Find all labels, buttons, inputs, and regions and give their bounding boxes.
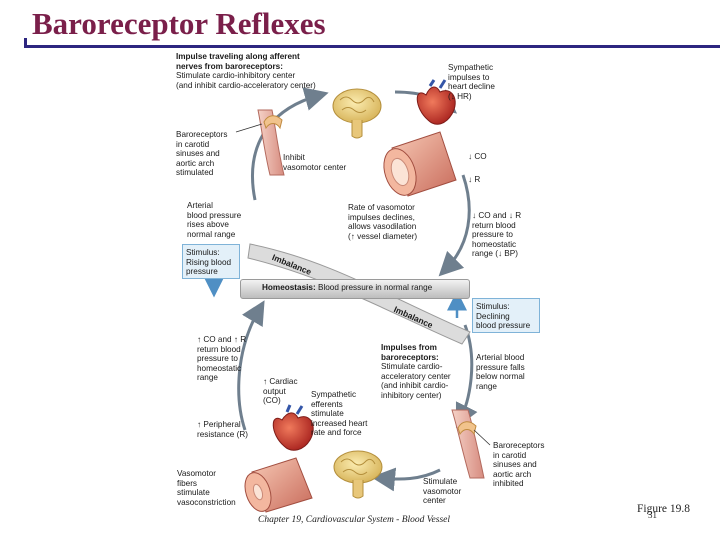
- co-r-return-up-label: ↑ CO and ↑ R return blood pressure to ho…: [197, 335, 247, 383]
- homeostasis-title: Homeostasis:: [262, 283, 316, 292]
- baroreceptors-bottom-label: Baroreceptors in carotid sinuses and aor…: [493, 441, 545, 489]
- heart-top-icon: [416, 79, 456, 125]
- vasomotor-decline-label: Rate of vasomotor impulses declines, all…: [348, 203, 418, 241]
- sympathetic-efferents-label: Sympathetic efferents stimulate increase…: [311, 390, 368, 438]
- carotid-top-icon: [257, 109, 285, 176]
- top-impulse-detail: Stimulate cardio-inhibitory center (and …: [176, 71, 316, 90]
- sympathetic-decline-label: Sympathetic impulses to heart decline (↓…: [448, 63, 495, 101]
- co-r-return-down-label: ↓ CO and ↓ R return blood pressure to ho…: [472, 211, 522, 259]
- title-rule: [24, 45, 720, 48]
- homeostasis-label: Homeostasis: Blood pressure in normal ra…: [262, 283, 432, 292]
- vessel-dilated-icon: [383, 131, 457, 197]
- inhibit-vasomotor-label: Inhibit vasomotor center: [283, 153, 347, 172]
- baroreceptors-top-label: Baroreceptors in carotid sinuses and aor…: [176, 130, 228, 178]
- title-rule-tick: [24, 38, 27, 48]
- page-number: 31: [648, 510, 657, 520]
- leader-baroreceptors-bottom: [473, 429, 491, 446]
- cardiac-output-label: ↑ Cardiac output (CO): [263, 377, 298, 406]
- figure-label: Figure 19.8: [637, 503, 691, 515]
- brain-bottom-icon: [333, 450, 383, 499]
- stimulate-vasomotor-label: Stimulate vasomotor center: [423, 477, 462, 506]
- vasomotor-fibers-label: Vasomotor fibers stimulate vasoconstrict…: [177, 469, 236, 507]
- brain-top-icon: [332, 88, 382, 139]
- top-impulse-heading: Impulse traveling along afferent nerves …: [176, 52, 300, 71]
- stimulus-declining-box: [472, 298, 540, 333]
- impulses-from-heading: Impulses from baroreceptors:: [381, 343, 439, 362]
- carotid-bottom-icon: [451, 409, 485, 479]
- stimulus-declining-label: Stimulus: Declining blood pressure: [476, 302, 531, 331]
- r-down-label: ↓ R: [468, 175, 481, 184]
- arterial-falls-label: Arterial blood pressure falls below norm…: [476, 353, 525, 391]
- arterial-rises-label: Arterial blood pressure rises above norm…: [187, 201, 242, 239]
- impulses-from-detail: Stimulate cardio- acceleratory center (a…: [381, 362, 451, 400]
- homeostasis-text: Blood pressure in normal range: [315, 283, 433, 292]
- stimulus-rising-box: [182, 244, 240, 279]
- leader-baroreceptors-top: [235, 123, 263, 133]
- slide-footer: Chapter 19, Cardiovascular System - Bloo…: [258, 515, 451, 525]
- stimulus-rising-label: Stimulus: Rising blood pressure: [186, 248, 232, 277]
- co-down-label: ↓ CO: [468, 152, 487, 161]
- vessel-constricted-icon: [244, 457, 313, 513]
- homeostasis-bar: [240, 279, 470, 299]
- heart-bottom-icon: [272, 404, 314, 451]
- slide-title: Baroreceptor Reflexes: [32, 6, 326, 41]
- peripheral-resistance-label: ↑ Peripheral resistance (R): [197, 420, 248, 439]
